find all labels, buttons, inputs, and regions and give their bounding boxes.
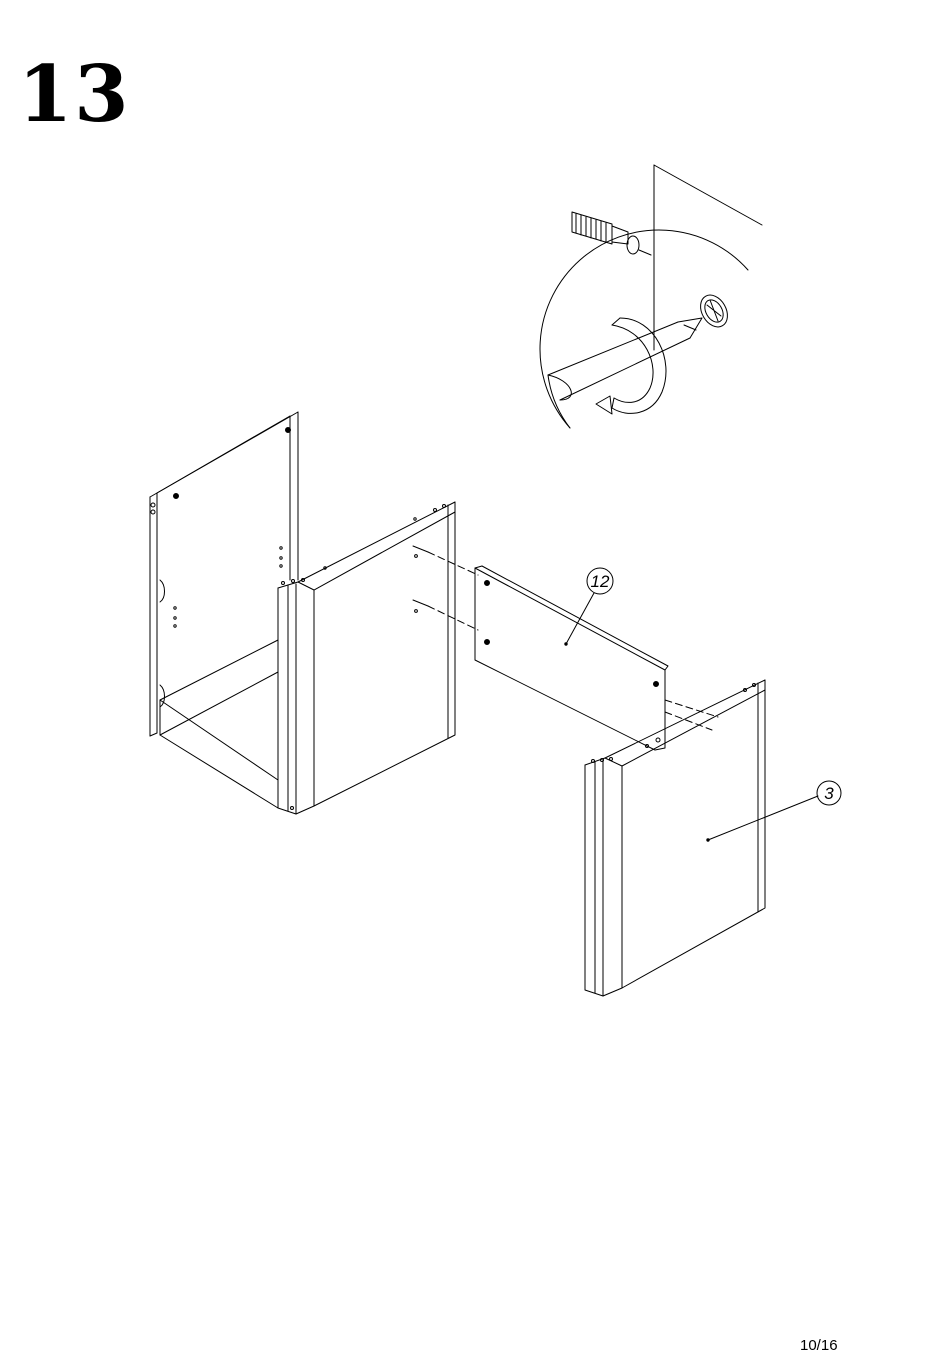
side-panel-middle xyxy=(278,502,455,814)
callout-3-label: 3 xyxy=(824,784,834,803)
screwdriver-icon xyxy=(548,318,702,400)
cam-lock-icon xyxy=(695,290,733,331)
bolt-guides xyxy=(413,546,718,730)
detail-inset xyxy=(540,165,762,428)
callout-12-label: 12 xyxy=(591,572,610,591)
page-number: 10/16 xyxy=(800,1337,838,1354)
panel-3 xyxy=(585,680,841,996)
cam-bolt-icon xyxy=(572,212,651,255)
cabinet-frame xyxy=(150,412,298,808)
panel-12 xyxy=(475,566,668,750)
